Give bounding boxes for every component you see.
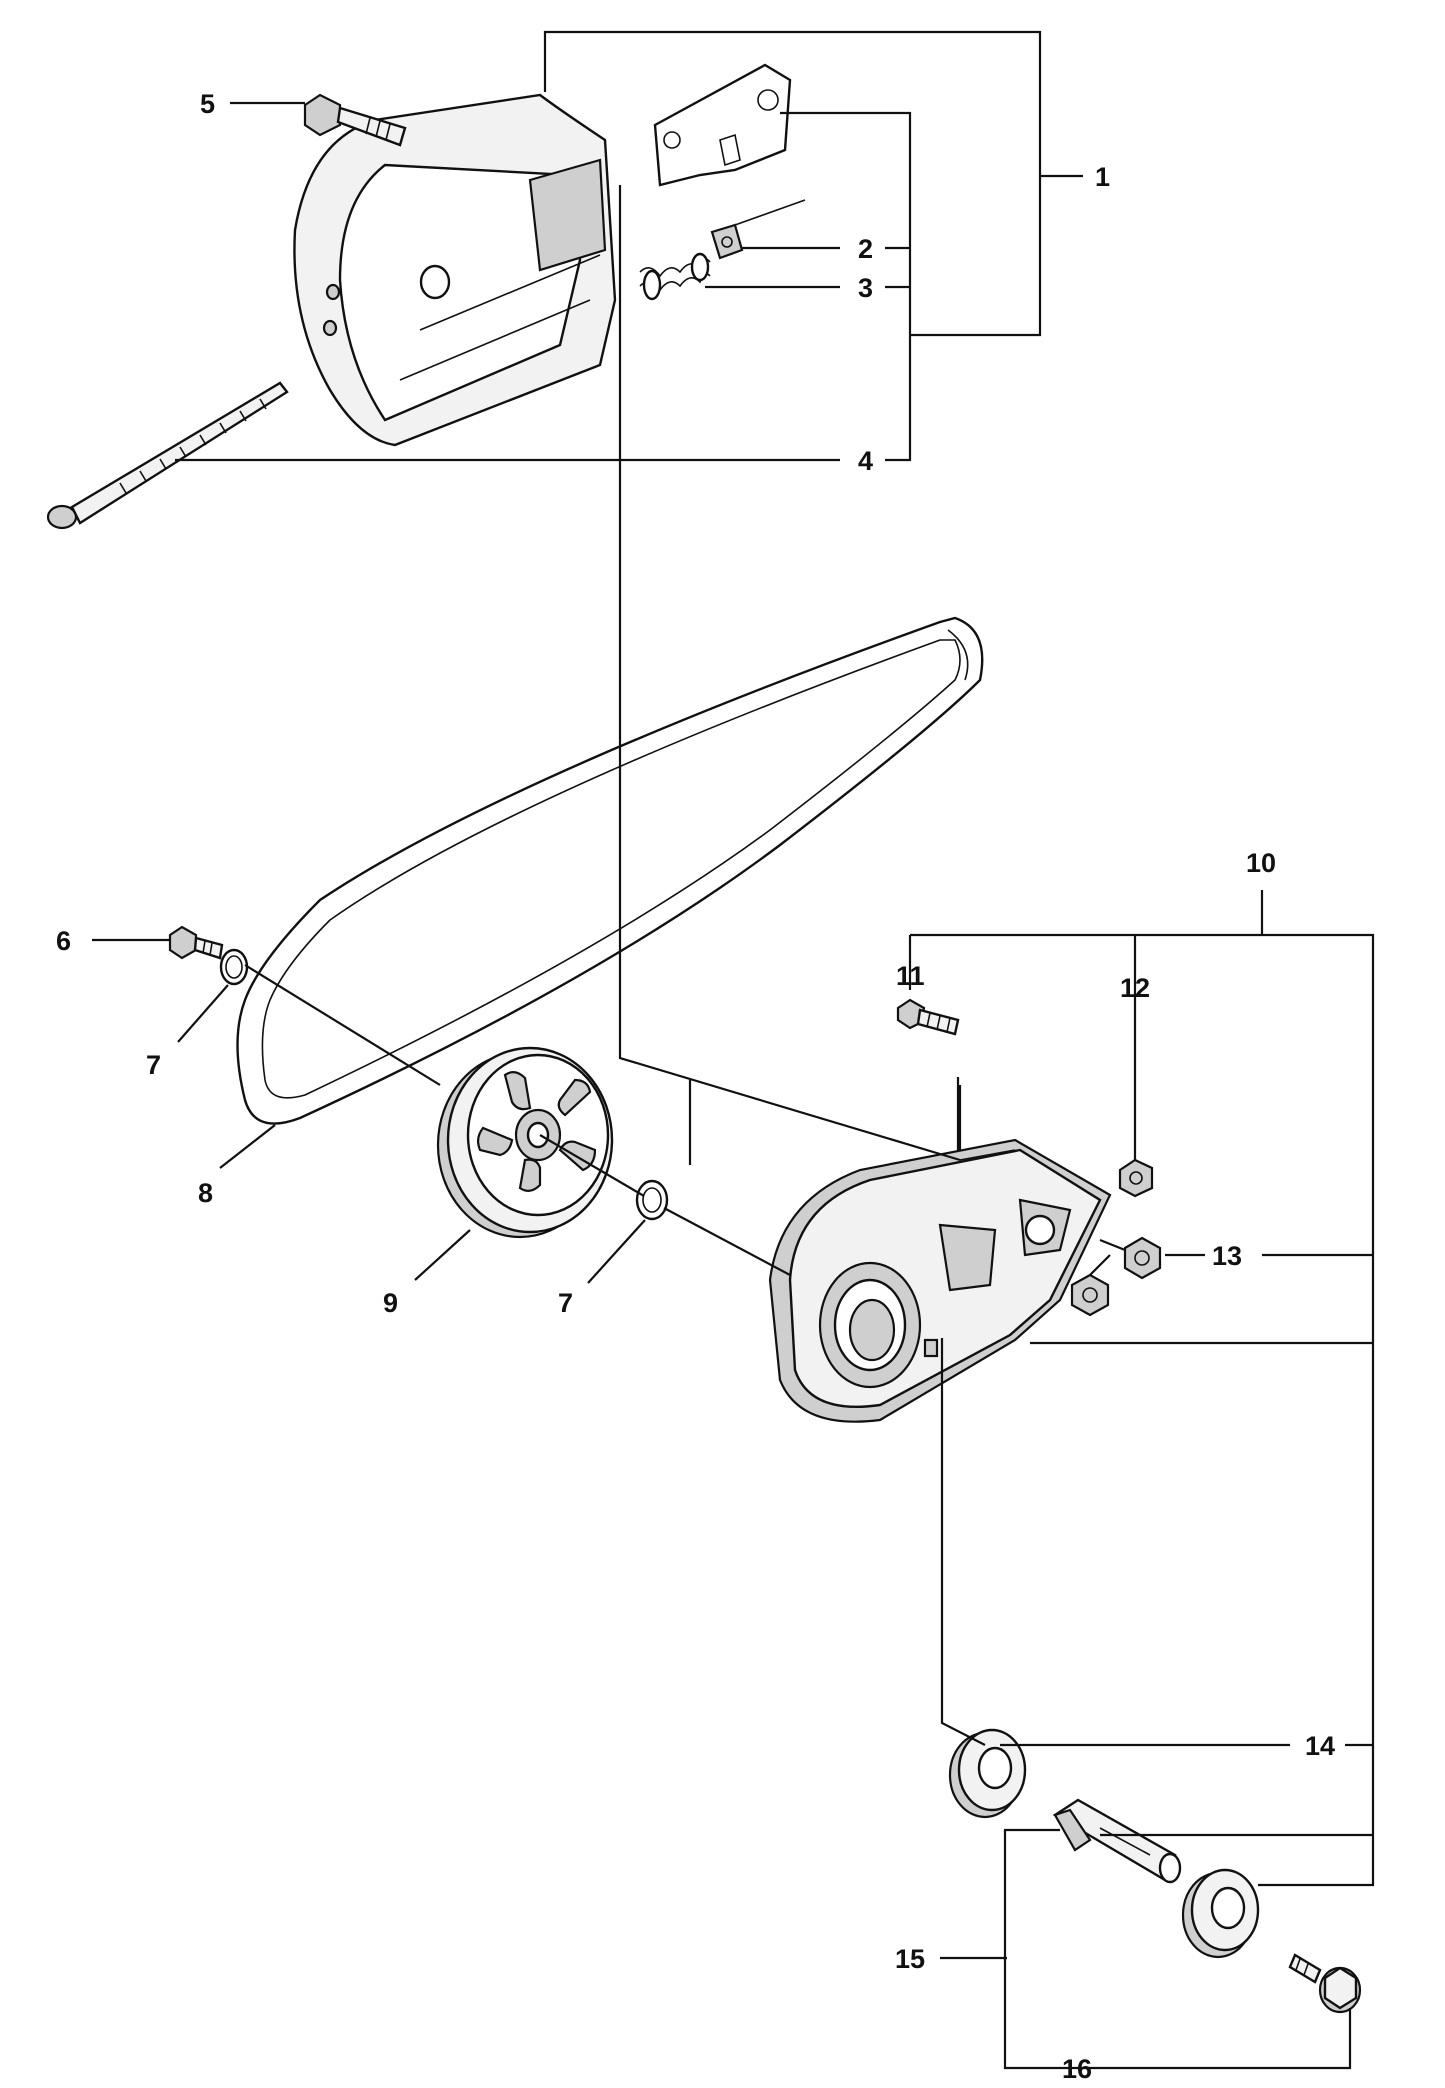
leader-lines [92,30,1375,2070]
callout-16: 16 [1062,2054,1092,2084]
callout-7-lower: 7 [558,1288,573,1318]
ball-bearing-lower [1181,1868,1260,1959]
callout-1: 1 [1095,162,1110,192]
callout-6: 6 [56,926,71,956]
tension-bracket [653,63,792,187]
washer-upper [219,948,249,986]
callout-7-upper: 7 [146,1050,161,1080]
callout-5: 5 [200,89,215,119]
callout-labels: 1 2 3 4 5 6 7 7 8 9 10 11 12 13 14 15 16 [56,89,1335,2084]
callout-9: 9 [383,1288,398,1318]
ball-bearing-upper [948,1728,1027,1819]
callout-12: 12 [1120,973,1150,1003]
guard-screw [896,998,960,1036]
belt-guard-lower [768,1138,1112,1423]
flange-nut-right [1123,1236,1162,1280]
callout-4: 4 [858,446,873,476]
tension-spring [639,252,711,301]
square-nut [710,199,806,260]
v-belt [236,616,984,1125]
callout-15: 15 [895,1944,925,1974]
callout-11: 11 [896,961,925,991]
callout-3: 3 [858,273,873,303]
callout-14: 14 [1305,1731,1335,1761]
nut-upper [1118,1158,1154,1198]
small-bolt [168,925,224,960]
belt-guard-upper [293,93,617,447]
drive-shaft [1052,1798,1182,1884]
callout-10: 10 [1246,848,1276,878]
callout-13: 13 [1212,1241,1242,1271]
belt-pulley [436,1046,614,1239]
callout-2: 2 [858,234,873,264]
long-screw [46,381,289,530]
bolt-flange [303,93,407,147]
callout-8: 8 [198,1178,213,1208]
flange-nut-left [1070,1273,1110,1317]
washer-lower [635,1179,669,1221]
shaft-bolt [1288,1953,1362,2014]
